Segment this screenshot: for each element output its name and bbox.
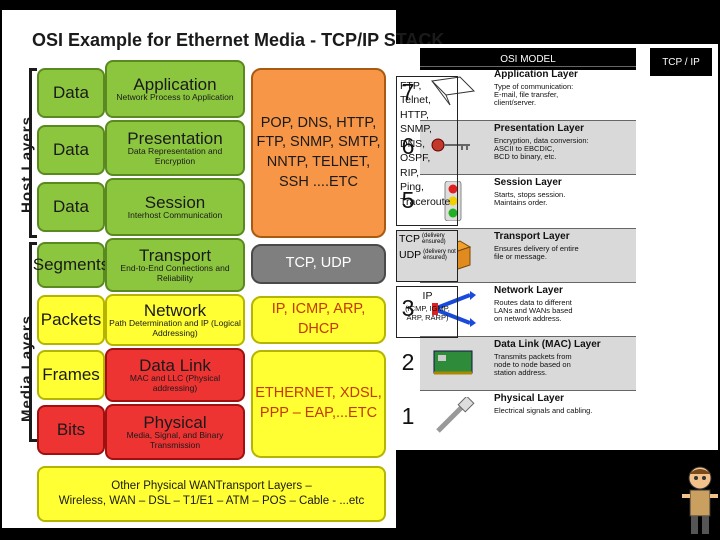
cable-connector-icon [436,397,475,433]
osi-model-header: OSI MODEL [420,48,636,70]
osi-row-presentation: Presentation Layer Encryption, data conv… [420,120,636,174]
host-layers-bracket [29,68,37,238]
pdu-session: Data [37,182,105,232]
layer-desc: Network Process to Application [116,91,234,102]
layer-desc: Electrical signals and cabling. [494,406,593,415]
layer-datalink: Data Link MAC and LLC (Physical addressi… [105,348,245,402]
layer-name: Network Layer [494,285,563,296]
tcpip-transport-cell: TCP (delivery ensured) UDP (delivery not… [396,230,458,282]
pdu-physical: Bits [37,405,105,455]
envelope-icon [430,76,476,106]
layer-network: Network Path Determination and IP (Logic… [105,294,245,346]
layer-desc: Ensures delivery of entire file or messa… [494,244,579,261]
layer-name: Session Layer [494,177,562,188]
host-layers-label: Host Layers [18,116,36,213]
layer-name: Network [143,301,207,321]
protocols-application: POP, DNS, HTTP, FTP, SNMP, SMTP, NNTP, T… [251,68,386,238]
layer-number-6: 6 [396,120,420,172]
pdu-datalink: Frames [37,350,105,400]
wan-line-1: Other Physical WANTransport Layers – [111,480,312,493]
layer-desc: Starts, stops session. Maintains order. [494,190,566,207]
tcpip-application-cell: FTP, Telnet, HTTP, SNMP, DNS, OSPF, RIP,… [396,76,458,226]
pdu-transport: Segments [33,242,109,288]
diagram-title: OSI Example for Ethernet Media - TCP/IP … [32,30,445,50]
layer-number-2: 2 [396,336,420,388]
layer-name: Presentation [127,129,223,149]
layer-name: Data Link [139,356,211,376]
wan-transport-box: Other Physical WANTransport Layers – Wir… [37,466,386,522]
network-card-icon [433,350,473,375]
wan-line-2: Wireless, WAN – DSL – T1/E1 – ATM – POS … [58,495,365,507]
udp-note: (delivery not ensured) [423,249,456,261]
layer-name: Session [144,192,206,212]
layer-name: Physical Layer [494,393,565,404]
layer-name: Presentation Layer [494,123,585,134]
osi-row-physical: Physical Layer Electrical signals and ca… [420,390,636,444]
column-separator [636,66,650,446]
tcp-note: (delivery ensured) [422,233,446,245]
pdu-presentation: Data [37,125,105,175]
layer-desc: Encryption, data conversion: ASCII to EB… [494,136,589,161]
cartoon-character-icon [682,466,718,534]
osi-model-table: OSI MODEL TCP / IP 7 6 5 4 3 2 1 Applica… [396,44,718,450]
tcpip-application-protocols: FTP, Telnet, HTTP, SNMP, DNS, OSPF, RIP,… [400,80,451,208]
tcp-label: TCP [399,233,420,245]
layer-desc: Interhost Communication [127,209,223,220]
pdu-application: Data [37,68,105,118]
layer-number-1: 1 [396,390,420,442]
ip-note: (ICMP, IGMP, ARP, RARP) [405,304,450,322]
protocols-transport: TCP, UDP [251,244,386,284]
layer-presentation: Presentation Data Representation and Enc… [105,120,245,176]
layer-name: Application Layer [494,69,578,80]
osi-example-panel: OSI Example for Ethernet Media - TCP/IP … [2,10,444,528]
osi-row-application: Application Layer Type of communication:… [420,66,636,120]
layer-desc: Transmits packets from node to node base… [494,352,572,377]
layer-number-5: 5 [396,174,420,226]
tcpip-internet-cell: IP (ICMP, IGMP, ARP, RARP) [396,286,458,338]
layer-number-7: 7 [396,66,420,118]
protocols-network: IP, ICMP, ARP, DHCP [251,296,386,344]
osi-row-network: Network Layer Routes data to different L… [420,282,636,336]
protocols-datalink: ETHERNET, XDSL, PPP – EAP,...ETC [251,350,386,458]
layer-desc: Path Determination and IP (Logical Addre… [109,318,241,338]
udp-label: UDP [399,249,422,261]
layer-name: Transport [138,246,212,266]
tcpip-header: TCP / IP [650,48,712,76]
traffic-light-icon [444,181,462,221]
layer-session: Session Interhost Communication [105,178,245,236]
layer-desc: Routes data to different LANs and WANs b… [494,298,573,323]
ip-label: IP [422,290,433,302]
layer-physical: Physical Media, Signal, and Binary Trans… [105,404,245,460]
media-layers-label: Media Layers [18,314,36,423]
pdu-network: Packets [37,295,105,345]
media-layers-bracket [29,242,37,442]
layer-desc: End-to-End Connections and Reliability [120,263,230,283]
layer-name: Physical [143,413,207,433]
layer-desc: Data Representation and Encryption [127,146,223,166]
layer-desc: Type of communication: E-mail, file tran… [494,82,574,107]
layer-name: Application [133,74,217,94]
layer-number-3: 3 [396,282,420,334]
layer-application: Application Network Process to Applicati… [105,60,245,118]
layer-transport: Transport End-to-End Connections and Rel… [105,238,245,292]
routing-arrows-icon [432,291,476,327]
osi-row-datalink: Data Link (MAC) Layer Transmits packets … [420,336,636,390]
layer-name: Data Link (MAC) Layer [494,339,601,350]
layer-desc: Media, Signal, and Binary Transmission [126,430,224,450]
osi-row-session: Session Layer Starts, stops session. Mai… [420,174,636,228]
layer-desc: MAC and LLC (Physical addressing) [129,373,221,393]
layer-name: Transport Layer [494,231,570,242]
